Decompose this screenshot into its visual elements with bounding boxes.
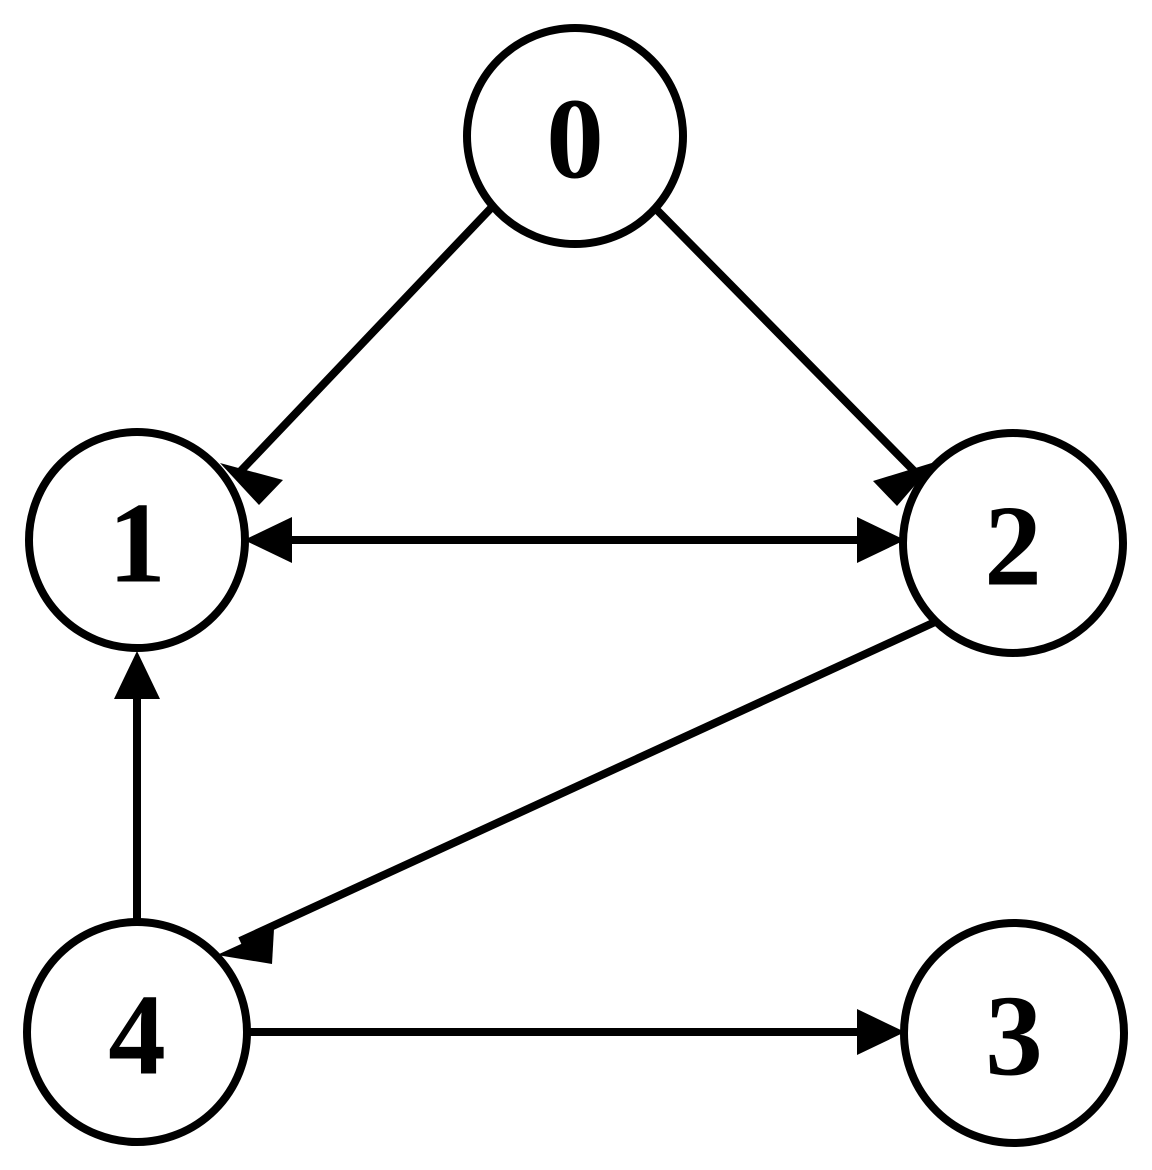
graph-node-2[interactable]: 2 — [899, 429, 1127, 657]
node-4-circle — [23, 918, 251, 1146]
edge-2-to-4-arrowhead — [217, 929, 274, 964]
edge-0-to-2-line — [652, 205, 923, 480]
node-1-circle — [25, 428, 249, 652]
graph-node-0[interactable]: 0 — [463, 24, 687, 248]
edge-1-to-2-arrowhead-left — [244, 517, 292, 563]
edge-0-to-1-line — [232, 203, 496, 480]
node-0-circle — [463, 24, 687, 248]
edge-4-to-3-arrowhead — [857, 1009, 905, 1055]
node-2-label: 2 — [984, 483, 1042, 610]
edge-2-to-4-line — [238, 618, 937, 945]
graph-node-3[interactable]: 3 — [900, 919, 1128, 1147]
edge-0-to-2-arrowhead — [873, 462, 935, 506]
node-1-label: 1 — [108, 480, 166, 607]
node-3-circle — [900, 919, 1128, 1147]
edge-0-to-1-arrowhead — [220, 463, 283, 505]
edge-1-to-2-bidirectional[interactable] — [244, 517, 905, 563]
node-4-label: 4 — [108, 972, 166, 1099]
edge-0-to-1[interactable] — [220, 203, 496, 505]
graph-node-4[interactable]: 4 — [23, 918, 251, 1146]
edge-4-to-1-arrowhead — [114, 651, 160, 699]
node-2-circle — [899, 429, 1127, 657]
edge-2-to-4[interactable] — [217, 618, 937, 964]
edge-4-to-1[interactable] — [114, 651, 160, 922]
node-3-label: 3 — [985, 973, 1043, 1100]
edge-1-to-2-arrowhead-right — [857, 517, 905, 563]
graph-node-1[interactable]: 1 — [25, 428, 249, 652]
edge-4-to-3[interactable] — [244, 1009, 905, 1055]
edge-0-to-2[interactable] — [652, 205, 935, 506]
node-0-label: 0 — [546, 76, 604, 203]
